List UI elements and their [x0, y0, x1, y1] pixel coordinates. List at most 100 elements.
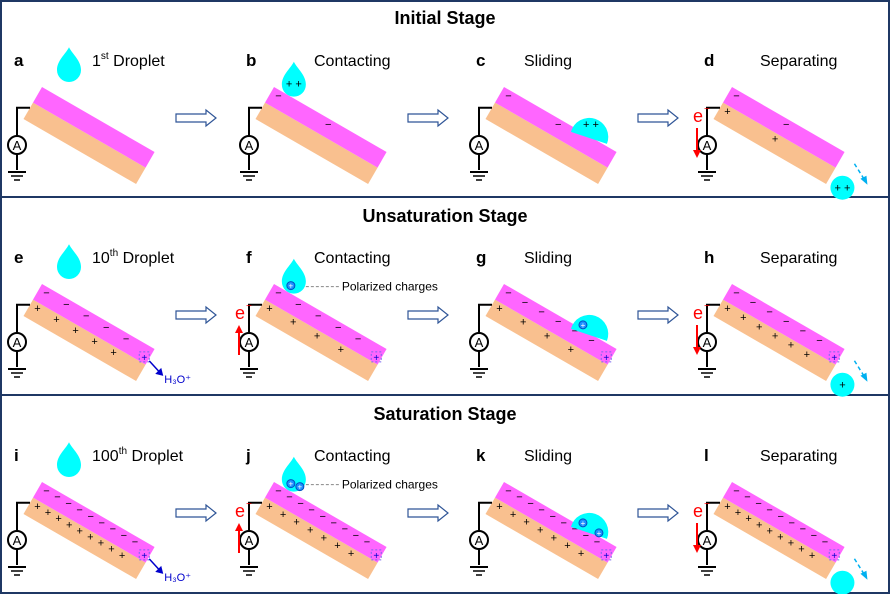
- surface-negative-charge: −: [275, 485, 281, 497]
- electron-arrowhead-icon: [693, 545, 701, 553]
- trapped-ion-box: [138, 351, 150, 363]
- ammeter-symbol: A: [475, 138, 484, 153]
- surface-negative-charge: −: [777, 511, 783, 523]
- induced-positive-charge: +: [724, 501, 730, 513]
- panel-letter: i: [14, 446, 19, 465]
- polarized-charge-icon: [295, 482, 305, 492]
- induced-positive-charge: +: [348, 548, 354, 560]
- induced-positive-charge: +: [314, 330, 320, 342]
- induced-positive-charge: +: [788, 538, 794, 550]
- polarized-charge-sign: +: [298, 483, 303, 492]
- induced-positive-charge: +: [77, 525, 83, 537]
- electron-sup: −: [704, 499, 710, 510]
- induced-positive-charge: +: [510, 509, 516, 521]
- stage-frame-saturation: [0, 394, 890, 594]
- polarized-charge-icon: [578, 518, 588, 528]
- transition-arrow-icon: [407, 108, 449, 128]
- substrate-layer: [23, 299, 146, 382]
- surface-negative-charge: −: [505, 485, 511, 497]
- polarized-charge-icon: [286, 281, 296, 291]
- electron-label: e: [693, 106, 703, 126]
- polarized-charge-sign: +: [597, 529, 602, 538]
- droplet-icon: [830, 175, 855, 200]
- trapped-ion-charge: +: [373, 551, 379, 562]
- surface-negative-charge: −: [527, 498, 533, 510]
- surface-negative-charge: −: [275, 287, 281, 299]
- polarized-charge-sign: +: [581, 519, 586, 528]
- surface-negative-charge: −: [132, 536, 138, 548]
- trapped-ion-box: [600, 351, 612, 363]
- trapped-ion-box: [600, 549, 612, 561]
- surface-negative-charge: −: [811, 530, 817, 542]
- surface-negative-charge: −: [816, 335, 822, 347]
- stage-title-saturation: Saturation Stage: [373, 404, 517, 424]
- surface-negative-charge: −: [121, 530, 127, 542]
- induced-positive-charge: +: [564, 540, 570, 552]
- panel-label: Contacting: [314, 448, 391, 465]
- transition-arrow-icon: [175, 305, 217, 325]
- panel-letter: b: [246, 51, 256, 70]
- surface-negative-charge: −: [295, 299, 301, 311]
- surface-negative-charge: −: [342, 524, 348, 536]
- induced-positive-charge: +: [34, 501, 40, 513]
- trapped-ion-charge: +: [831, 353, 837, 364]
- induced-positive-charge: +: [724, 303, 730, 315]
- surface-negative-charge: −: [76, 504, 82, 516]
- surface-negative-charge: −: [555, 316, 561, 328]
- substrate-layer: [485, 497, 608, 580]
- ammeter-symbol: A: [245, 533, 254, 548]
- ammeter-symbol: A: [703, 335, 712, 350]
- induced-positive-charge: +: [293, 517, 299, 529]
- electron-arrowhead-icon: [235, 325, 243, 333]
- ammeter-symbol: A: [13, 533, 22, 548]
- substrate-layer: [713, 497, 836, 580]
- panel-label: 10th Droplet: [92, 248, 175, 267]
- induced-positive-charge: +: [804, 349, 810, 361]
- induced-positive-charge: +: [772, 133, 778, 145]
- droplet-charges: + +: [583, 119, 599, 131]
- panel-letter: k: [476, 446, 486, 465]
- ion-arrowhead-icon: [155, 367, 164, 376]
- trapped-ion-box: [828, 549, 840, 561]
- surface-negative-charge: −: [766, 504, 772, 516]
- induced-positive-charge: +: [338, 344, 344, 356]
- electron-sup: −: [704, 301, 710, 312]
- induced-positive-charge: +: [87, 531, 93, 543]
- ammeter-symbol: A: [245, 138, 254, 153]
- induced-positive-charge: +: [119, 550, 125, 562]
- electron-label: e: [235, 501, 245, 521]
- ammeter-icon: [7, 530, 27, 550]
- dielectric-layer: [33, 482, 155, 563]
- trapped-ion-box: [370, 549, 382, 561]
- panel-letter: d: [704, 51, 714, 70]
- electron-sup: −: [246, 301, 252, 312]
- fall-arrowhead-icon: [860, 570, 868, 580]
- polarized-charge-sign: +: [289, 282, 294, 291]
- fall-arrow-icon: [853, 558, 866, 576]
- dielectric-layer: [495, 482, 617, 563]
- ammeter-icon: [469, 135, 489, 155]
- fall-arrow-icon: [853, 360, 866, 378]
- substrate-layer: [255, 102, 378, 185]
- transition-arrow-icon: [175, 503, 217, 523]
- surface-negative-charge: −: [83, 310, 89, 322]
- annotation-label: Polarized charges: [342, 478, 438, 492]
- dielectric-layer: [265, 284, 387, 365]
- panel-label: Separating: [760, 448, 837, 465]
- surface-negative-charge: −: [766, 306, 772, 318]
- panel-label: 1st Droplet: [92, 51, 165, 70]
- surface-negative-charge: −: [538, 504, 544, 516]
- transition-arrow-icon: [637, 305, 679, 325]
- panel-label: Sliding: [524, 448, 572, 465]
- substrate-layer: [713, 102, 836, 185]
- trapped-ion-charge: +: [603, 353, 609, 364]
- droplet-icon: [830, 570, 855, 594]
- induced-positive-charge: +: [777, 531, 783, 543]
- ion-arrowhead-icon: [155, 565, 164, 574]
- induced-positive-charge: +: [307, 524, 313, 536]
- surface-negative-charge: −: [800, 524, 806, 536]
- electron-arrowhead-icon: [693, 347, 701, 355]
- transition-arrow-icon: [637, 108, 679, 128]
